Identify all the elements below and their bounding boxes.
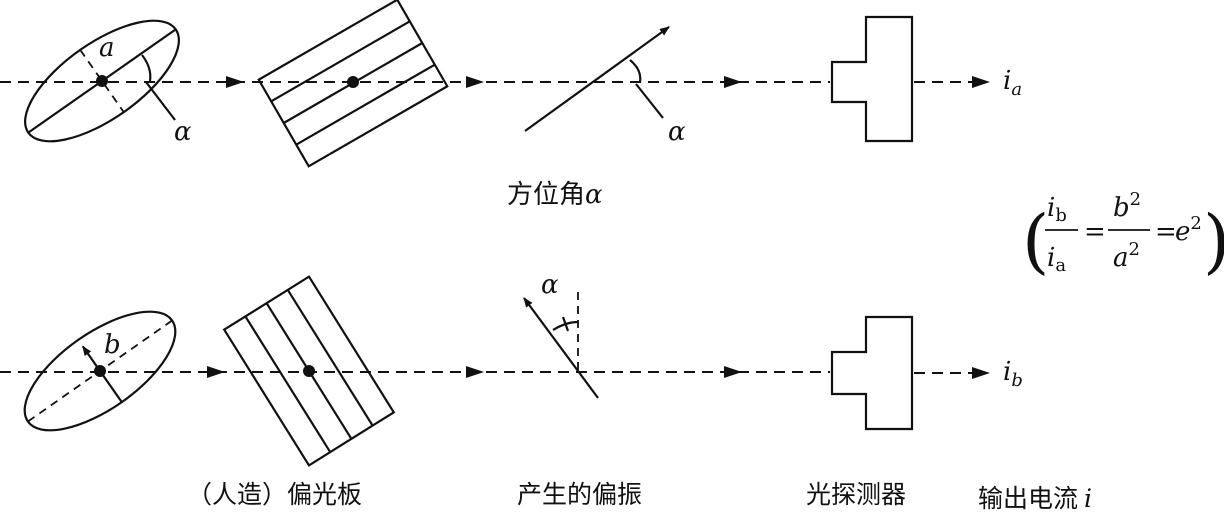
- top-beam-arrow-2: [466, 76, 484, 88]
- top-alpha-leader: [145, 81, 176, 121]
- bottom-polarization-arrow: [523, 297, 599, 399]
- caption-resulting-polarization: 产生的偏振: [517, 480, 642, 509]
- bottom-output-arrow: [972, 367, 990, 379]
- formula-left-paren: (: [1022, 200, 1049, 282]
- formula-num1: ib: [1047, 193, 1067, 226]
- formula-rhs: e2: [1175, 213, 1202, 247]
- top-major-axis-label: a: [99, 33, 115, 63]
- top-alpha-arc: [141, 54, 152, 82]
- bottom-alpha-label: α: [541, 270, 559, 300]
- bottom-polarizer-plate: [222, 275, 396, 467]
- bottom-minor-axis-label: b: [104, 330, 121, 360]
- top-ellipse-center-dot: [96, 75, 108, 87]
- bottom-beam-arrow-2: [466, 366, 484, 378]
- caption-detector: 光探测器: [806, 480, 906, 509]
- top-detector: [830, 15, 914, 143]
- caption-polarizer: （人造）偏光板: [187, 480, 362, 509]
- bottom-output-label: ib: [1003, 357, 1023, 391]
- top-polarization-alpha-arc: [629, 59, 642, 83]
- top-beam-arrow-3: [724, 76, 742, 88]
- bottom-ellipse-center-dot: [94, 365, 106, 377]
- top-polarization-arrow: [524, 26, 670, 132]
- top-output-arrow: [972, 76, 990, 88]
- top-beam-arrow-1: [226, 76, 244, 88]
- bottom-beam-arrow-1: [207, 366, 225, 378]
- top-minor-axis-line: [79, 49, 125, 113]
- formula-equals-1: =: [1084, 217, 1106, 247]
- formula-den2: a2: [1113, 239, 1140, 273]
- top-row: a α α ia 方位角α: [0, 0, 1022, 210]
- top-alpha-label-ellipse: α: [174, 117, 192, 147]
- azimuth-caption: 方位角α: [507, 180, 603, 210]
- top-output-label: ia: [1003, 66, 1022, 100]
- formula-equals-2: =: [1155, 217, 1177, 247]
- bottom-row: b α ib: [0, 270, 1023, 467]
- top-alpha-label-polarization: α: [668, 117, 686, 147]
- formula-num2: b2: [1113, 189, 1141, 223]
- top-polarizer-center-dot: [347, 76, 359, 88]
- bottom-beam-arrow-3: [724, 366, 742, 378]
- bottom-detector: [830, 315, 914, 431]
- intensity-ratio-formula: ( ib ia = b2 a2 = e2 ): [1022, 189, 1224, 282]
- top-polarization-alpha-leader: [635, 83, 664, 119]
- formula-right-paren: ): [1203, 200, 1224, 282]
- formula-den1: ia: [1047, 243, 1066, 276]
- bottom-polarizer-center-dot: [303, 365, 315, 377]
- bottom-alpha-tick: [561, 316, 570, 332]
